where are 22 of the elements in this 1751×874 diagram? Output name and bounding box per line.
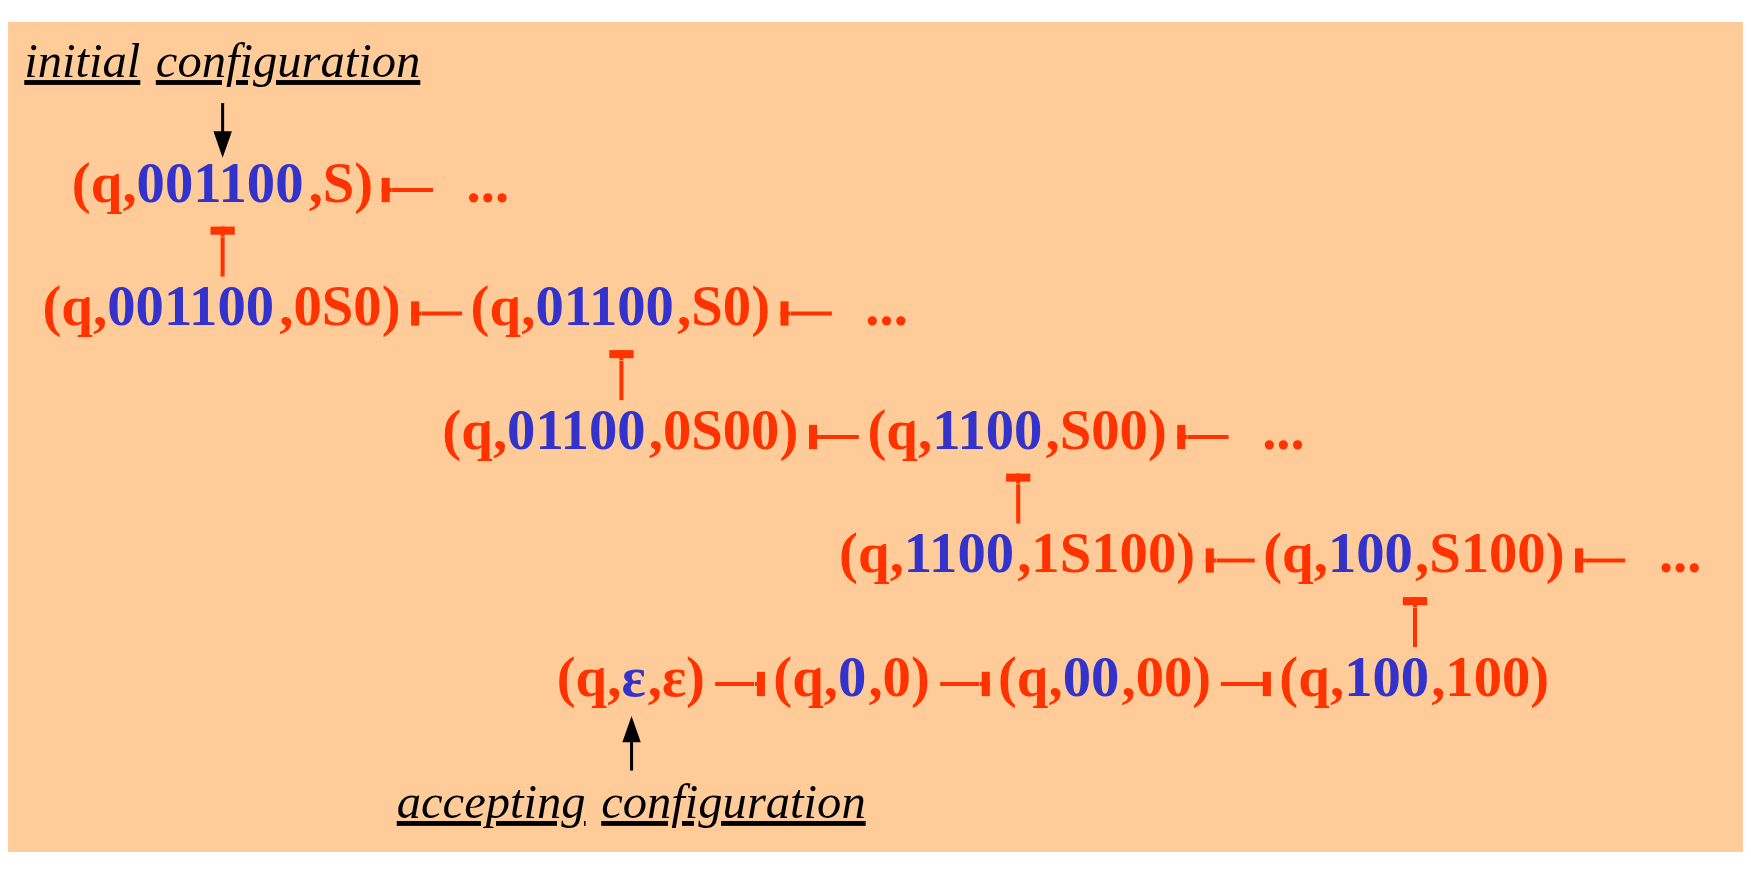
node-text: ... <box>466 150 510 214</box>
connector <box>609 350 634 401</box>
node-text: (q,100,S100) <box>1263 521 1565 585</box>
node-text: ... <box>1262 397 1305 461</box>
node-text: initial configuration <box>24 34 421 89</box>
arrow <box>622 715 641 771</box>
node-text: (q,01100,S0) <box>470 274 771 338</box>
connector <box>780 301 832 326</box>
node-text: (q,00,00) <box>997 644 1212 708</box>
node-text: (q,1100,1S100) <box>839 521 1196 585</box>
node-text: (q,1100,S00) <box>867 397 1167 461</box>
node-text: (q,100,100) <box>1279 644 1550 708</box>
node-text: (q,01100,0S00) <box>442 397 799 461</box>
node-text: ... <box>1658 521 1702 585</box>
node-text: ... <box>865 274 908 338</box>
node-text: (q,001100,0S0) <box>42 274 401 338</box>
node-text: (q,ε,ε) <box>556 644 706 708</box>
node-text: (q,001100,S) <box>71 150 374 214</box>
node-text: accepting configuration <box>396 774 866 829</box>
arrow <box>213 103 232 158</box>
connector <box>210 226 235 277</box>
node-text: (q,0,0) <box>773 644 930 708</box>
